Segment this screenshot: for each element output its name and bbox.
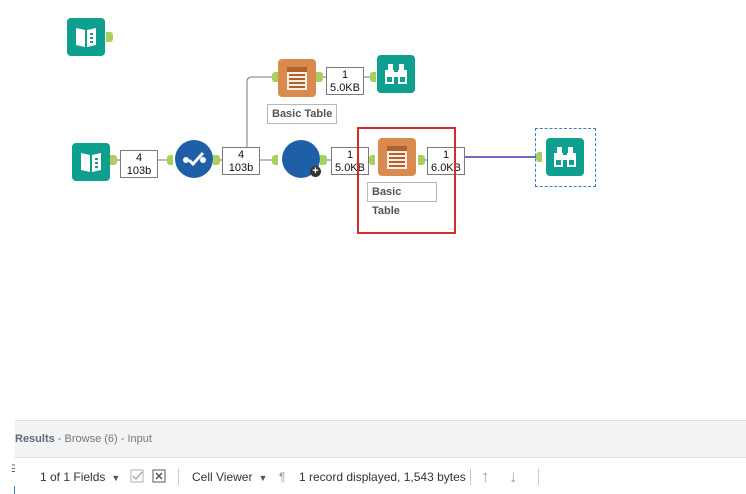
close-x-icon[interactable] [152, 469, 166, 485]
badge-size: 103b [126, 165, 152, 177]
record-count-badge: 4 103b [120, 150, 158, 178]
table-icon [387, 146, 407, 169]
arrow-up-icon[interactable]: ↑ [481, 467, 490, 486]
toolbar-divider [538, 469, 539, 485]
output-anchor[interactable] [320, 155, 327, 165]
input-anchor[interactable] [167, 155, 173, 165]
binoculars-icon [385, 64, 407, 84]
chevron-down-icon: ▼ [258, 473, 268, 483]
results-title: Results [15, 433, 55, 445]
plus-icon[interactable]: + [310, 166, 321, 177]
badge-count: 4 [135, 152, 143, 164]
results-side-icon[interactable]: ☰ [11, 464, 15, 475]
input-anchor[interactable] [370, 72, 376, 82]
highlight-rectangle [357, 127, 456, 234]
fields-label: 1 of 1 Fields [40, 470, 106, 484]
input-anchor[interactable] [272, 155, 278, 165]
pilcrow-icon[interactable]: ¶ [279, 470, 286, 484]
cell-viewer-dropdown[interactable]: Cell Viewer ▼ [192, 469, 267, 485]
toolbar-divider [178, 469, 179, 485]
binoculars-icon [554, 147, 576, 167]
input-tool[interactable] [72, 143, 110, 181]
book-icon [76, 28, 96, 47]
connection-line [246, 76, 272, 147]
badge-size: 6.0KB [431, 162, 461, 174]
selection-outline [535, 128, 596, 187]
output-anchor[interactable] [110, 155, 117, 165]
book-icon [81, 153, 101, 172]
badge-size: 103b [228, 162, 254, 174]
output-anchor[interactable] [213, 155, 220, 165]
input-anchor[interactable] [536, 152, 542, 162]
browse-tool-selected[interactable] [546, 138, 584, 176]
output-anchor[interactable] [418, 155, 425, 165]
basic-table-tool-upper[interactable] [278, 59, 316, 97]
workflow-canvas[interactable]: 4 103b 4 103b Basic Table 1 5.0KB [0, 0, 746, 420]
tool-annotation: Basic Table [267, 104, 338, 124]
badge-count: 1 [341, 69, 349, 81]
results-header: Results - Browse (6) - Input [15, 420, 746, 457]
cell-viewer-label: Cell Viewer [192, 470, 253, 484]
badge-count: 4 [237, 149, 245, 161]
check-flow-tool[interactable] [175, 140, 213, 178]
output-anchor[interactable] [106, 32, 113, 42]
badge-size: 5.0KB [330, 82, 360, 94]
input-tool-standalone[interactable] [67, 18, 105, 56]
check-flow-icon [183, 151, 206, 167]
chevron-down-icon: ▼ [111, 473, 121, 483]
basic-table-tool-lower[interactable] [378, 138, 416, 176]
table-icon [287, 67, 307, 90]
toolbar-divider [470, 469, 471, 485]
input-anchor[interactable] [272, 72, 278, 82]
badge-count: 1 [346, 149, 354, 161]
results-subtitle: - Browse (6) - Input [54, 433, 152, 445]
output-anchor[interactable] [316, 72, 323, 82]
badge-count: 1 [442, 149, 450, 161]
tool-annotation: Basic Table [367, 182, 437, 217]
record-count-badge: 4 103b [222, 147, 260, 175]
records-displayed-text: 1 record displayed, 1,543 bytes [299, 470, 466, 484]
fields-dropdown[interactable]: 1 of 1 Fields ▼ [40, 469, 120, 485]
record-count-badge: 1 5.0KB [326, 67, 364, 95]
input-anchor[interactable] [369, 155, 375, 165]
checkmark-icon[interactable] [130, 469, 144, 485]
record-count-badge: 1 6.0KB [427, 147, 465, 175]
browse-tool-upper[interactable] [377, 55, 415, 93]
results-toolbar: 1 of 1 Fields ▼ Cell Viewer ▼ ¶ 1 record d… [15, 457, 746, 494]
arrow-down-icon[interactable]: ↓ [509, 467, 518, 486]
